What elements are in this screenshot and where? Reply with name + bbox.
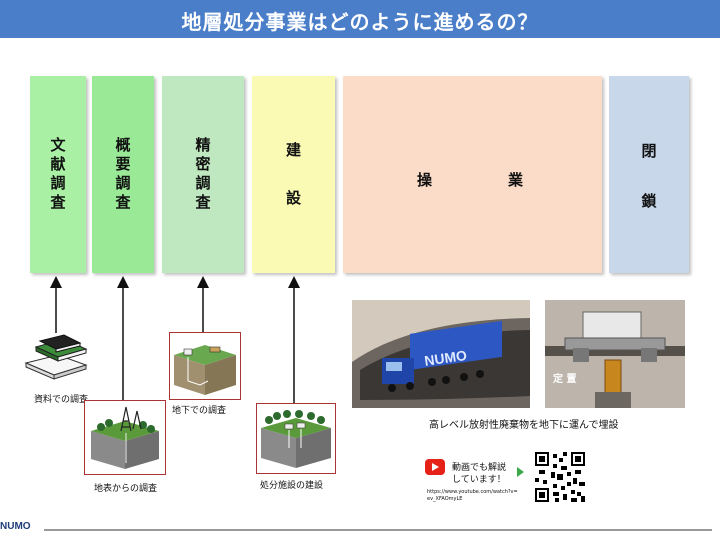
stage-heisa-label: 閉鎖	[641, 142, 657, 210]
teichi-label: 定 置	[553, 372, 576, 385]
caption-bunken: 資料での調査	[34, 395, 89, 405]
caption-seimitsu: 地下での調査	[172, 406, 227, 416]
stage-gaiyou-label: 概要調査	[115, 136, 131, 211]
video-text-line1: 動画でも解説	[452, 463, 507, 473]
stage-seimitsu: 精密調査	[162, 76, 244, 273]
photo-gaiyou	[84, 400, 166, 475]
video-url-line2[interactable]: ev_XFAOmyLE	[427, 496, 463, 502]
books-illustration	[24, 334, 88, 380]
qr-code[interactable]	[535, 452, 585, 502]
photo-teichi: 定 置	[545, 300, 685, 408]
photo-kensetsu	[256, 403, 336, 474]
stage-kensetsu: 建設	[252, 76, 335, 273]
stage-bunken-label: 文献調査	[50, 136, 66, 211]
caption-sougyou: 高レベル放射性廃棄物を地下に運んで埋設	[429, 420, 619, 431]
stage-heisa: 閉鎖	[609, 76, 689, 273]
stage-bunken: 文献調査	[30, 76, 86, 273]
numo-logo: NUMO	[0, 521, 31, 532]
stage-kensetsu-label: 建設	[285, 141, 301, 207]
youtube-icon[interactable]	[425, 459, 445, 475]
caption-kensetsu: 処分施設の建設	[260, 481, 324, 491]
photo-tunnel: NUMO	[352, 300, 530, 408]
truck-text: NUMO	[423, 347, 468, 369]
title-bar: 地層処分事業はどのように進めるの？	[0, 0, 720, 38]
caption-gaiyou: 地表からの調査	[94, 484, 158, 494]
footer-line	[44, 529, 712, 531]
stage-sougyou-label-right: 業	[508, 171, 524, 189]
photo-seimitsu	[169, 332, 241, 400]
stage-seimitsu-label: 精密調査	[195, 136, 211, 211]
video-url-line1[interactable]: https://www.youtube.com/watch?v=	[427, 489, 518, 495]
play-arrow-icon	[517, 467, 524, 477]
stage-gaiyou: 概要調査	[92, 76, 154, 273]
stage-sougyou-label-left: 操	[417, 171, 433, 189]
video-text-line2: しています！	[452, 475, 506, 485]
stage-sougyou: 操 業	[343, 76, 602, 273]
page-title: 地層処分事業はどのように進めるの？	[181, 10, 539, 34]
